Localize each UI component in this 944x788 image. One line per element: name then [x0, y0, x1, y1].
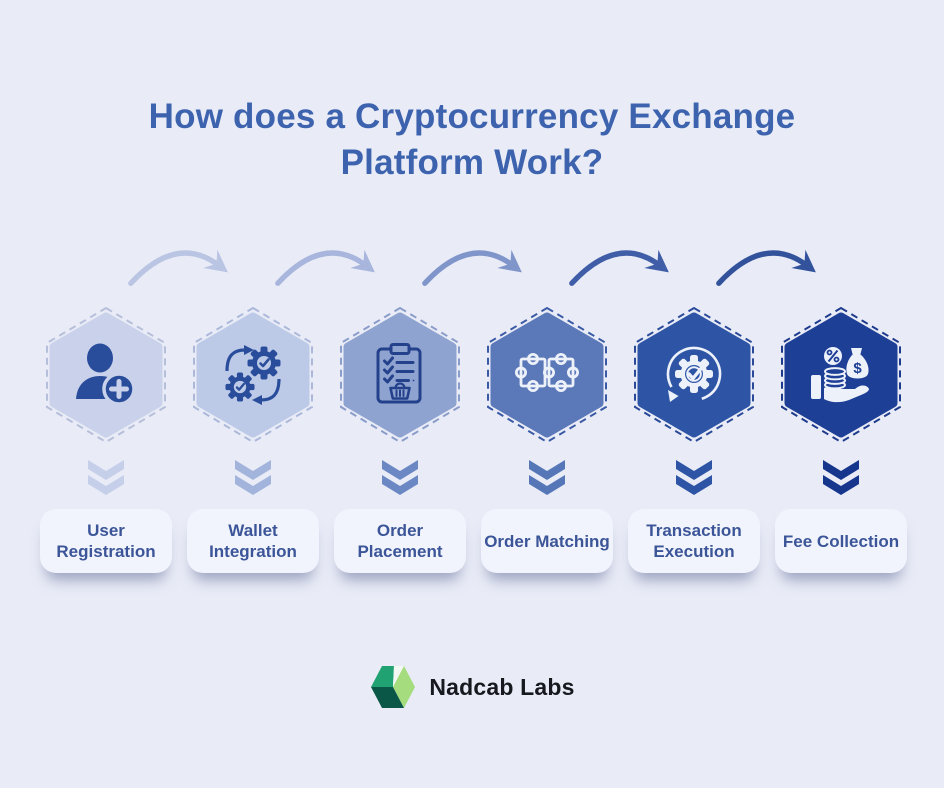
brand-row: Nadcab Labs — [0, 662, 944, 712]
brand-name: Nadcab Labs — [429, 673, 575, 700]
user-add-icon — [76, 343, 136, 406]
fee-hand-icon: $ — [811, 347, 869, 403]
chevron-down-icon — [86, 460, 126, 496]
flow-arrow-icon — [418, 237, 528, 291]
step-label-card: Fee Collection — [775, 509, 907, 573]
chevron-down-icon — [821, 460, 861, 496]
order-clipboard-icon — [376, 343, 422, 404]
infographic-title: How does a Cryptocurrency Exchange Platf… — [148, 97, 796, 182]
step-label: Transaction Execution — [646, 521, 742, 561]
step-label-card: Order Placement — [334, 509, 466, 573]
chevron-down-icon — [674, 460, 714, 496]
nadcab-labs-logo-icon — [369, 662, 417, 712]
chevron-down-icon — [380, 460, 420, 496]
hexagon-transaction-execution — [630, 306, 758, 444]
puzzle-match-icon — [515, 352, 580, 393]
hexagon-fee-collection: $ — [777, 306, 905, 444]
flow-arrow-icon — [565, 237, 675, 291]
hexagon-order-matching — [483, 306, 611, 444]
flow-arrow-icon — [271, 237, 381, 291]
hexagon-order-placement — [336, 306, 464, 444]
chevron-down-icon — [527, 460, 567, 496]
gears-sync-icon — [225, 345, 281, 405]
step-label-card: Wallet Integration — [187, 509, 319, 573]
gear-check-cycle-icon — [666, 346, 722, 402]
hexagon-user-registration — [42, 306, 170, 444]
svg-text:$: $ — [853, 360, 862, 377]
step-label: Order Matching — [484, 531, 610, 551]
step-label-card: Transaction Execution — [628, 509, 760, 573]
step-label: Wallet Integration — [209, 521, 297, 561]
step-label-card: User Registration — [40, 509, 172, 573]
step-label: User Registration — [56, 521, 156, 561]
step-label: Fee Collection — [782, 531, 900, 551]
chevron-down-icon — [233, 460, 273, 496]
flow-arrow-icon — [712, 237, 822, 291]
step-label-card: Order Matching — [481, 509, 613, 573]
hexagon-wallet-integration — [189, 306, 317, 444]
flow-arrow-icon — [124, 237, 234, 291]
step-label: Order Placement — [357, 521, 443, 561]
